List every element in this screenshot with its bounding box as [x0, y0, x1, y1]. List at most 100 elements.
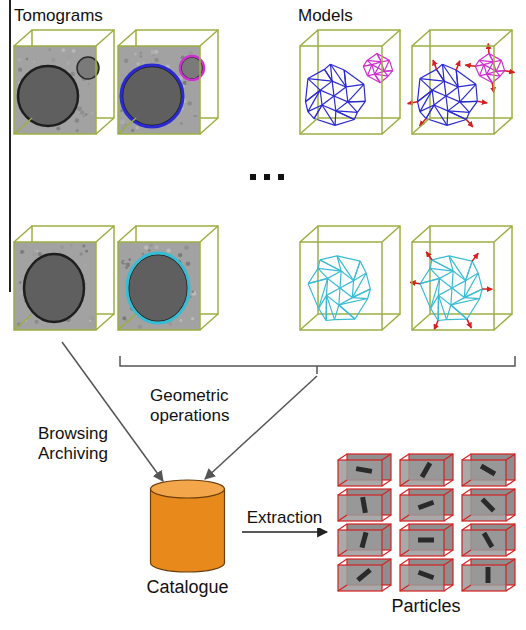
- cube-edge: [506, 524, 515, 530]
- particle-cube: [462, 454, 515, 486]
- noise-speck: [25, 245, 27, 247]
- mesh-edge: [501, 60, 504, 70]
- noise-speck: [149, 243, 153, 247]
- mesh-edge: [336, 111, 354, 120]
- mesh-edge: [375, 68, 378, 74]
- cube-tomo: [14, 226, 114, 330]
- cube-edge: [14, 118, 32, 134]
- mesh-edge: [334, 96, 348, 102]
- noise-speck: [19, 281, 22, 284]
- mesh-edge: [489, 54, 493, 62]
- mesh-edge: [417, 79, 419, 102]
- mesh-edge: [348, 101, 366, 103]
- cube-back-face: [318, 30, 400, 118]
- cube-edge: [444, 454, 453, 460]
- noise-speck: [85, 250, 88, 253]
- mesh-edge: [366, 273, 370, 289]
- cube-edge: [382, 559, 391, 565]
- mesh-edge: [308, 90, 320, 111]
- particle-cube: [462, 559, 515, 591]
- noise-speck: [140, 60, 142, 62]
- cube-edge: [96, 118, 114, 134]
- mesh-edge: [420, 69, 436, 78]
- cube-front-face: [338, 460, 382, 486]
- mesh-edge: [360, 261, 366, 273]
- particle: [420, 462, 432, 478]
- noise-speck: [79, 252, 83, 256]
- mesh-edge: [480, 65, 484, 76]
- mesh-edge: [308, 284, 318, 309]
- cube-edge: [444, 550, 453, 556]
- mesh-edge: [444, 81, 446, 96]
- cube-mesh: [300, 30, 400, 134]
- noise-speck: [184, 245, 189, 250]
- noise-speck: [186, 261, 191, 266]
- cube-edge: [382, 515, 391, 521]
- cube-edge: [462, 489, 471, 495]
- cube-front-face: [118, 46, 200, 134]
- mesh-edge: [305, 90, 320, 102]
- mesh-edge: [487, 68, 490, 74]
- noise-speck: [34, 249, 38, 253]
- cube-edge: [494, 118, 512, 134]
- cube-edge: [462, 454, 471, 460]
- mesh-model: [410, 252, 492, 330]
- ellipsis-dot: [264, 174, 270, 180]
- mesh-edge: [467, 299, 480, 320]
- mesh-edge: [420, 284, 430, 309]
- mesh-edge: [355, 299, 368, 320]
- mesh-edge: [334, 87, 346, 96]
- mesh-edge: [452, 271, 453, 288]
- mesh-edge: [490, 62, 493, 68]
- mesh-edge: [446, 96, 448, 111]
- segmentation-contour: [121, 65, 183, 127]
- particle-cube: [400, 559, 453, 591]
- noise-speck: [37, 250, 39, 252]
- mesh-edge: [335, 305, 339, 320]
- mesh-edge: [308, 278, 327, 283]
- mesh-edge: [354, 112, 357, 119]
- normal-arrow: [456, 61, 460, 70]
- cube-edge: [338, 559, 347, 565]
- mesh-edge: [346, 87, 348, 102]
- noise-speck: [48, 48, 51, 51]
- mesh-edge: [344, 70, 346, 87]
- noise-speck: [89, 316, 92, 319]
- mesh-edge: [363, 66, 367, 76]
- cube-front-face: [400, 460, 444, 486]
- mesh-edge: [438, 295, 440, 320]
- mesh-edge: [308, 79, 332, 82]
- mesh-edge: [367, 60, 381, 61]
- cube-edge: [506, 489, 515, 495]
- noise-speck: [56, 126, 60, 130]
- mesh-edge: [322, 96, 334, 105]
- noise-speck: [193, 304, 196, 307]
- normal-arrow: [482, 288, 492, 290]
- mesh-edge: [420, 79, 432, 91]
- noise-speck: [88, 83, 90, 85]
- cube-edge: [444, 515, 453, 521]
- cube-front-face: [400, 565, 444, 591]
- mesh-edge: [432, 81, 444, 90]
- mesh-model: [308, 256, 370, 321]
- mesh-edge: [460, 101, 478, 103]
- normal-arrow: [467, 319, 471, 328]
- mesh-edge: [451, 298, 465, 305]
- mesh-edge: [451, 288, 452, 305]
- noise-speck: [138, 324, 142, 328]
- noise-speck: [140, 55, 143, 58]
- noise-speck: [178, 253, 182, 257]
- vesicle: [128, 254, 188, 322]
- mesh-model: [305, 64, 365, 125]
- mesh-edge: [496, 70, 505, 72]
- mesh-edge: [487, 74, 493, 83]
- noise-speck: [89, 320, 91, 322]
- cube-front-face: [462, 495, 506, 521]
- mesh-edge: [487, 74, 493, 83]
- cube-front-face: [338, 495, 382, 521]
- mesh-edge: [348, 101, 366, 103]
- cube-edge: [412, 314, 430, 330]
- mesh-edge: [420, 278, 439, 283]
- cube-edge: [96, 30, 114, 46]
- noise-speck: [187, 101, 192, 106]
